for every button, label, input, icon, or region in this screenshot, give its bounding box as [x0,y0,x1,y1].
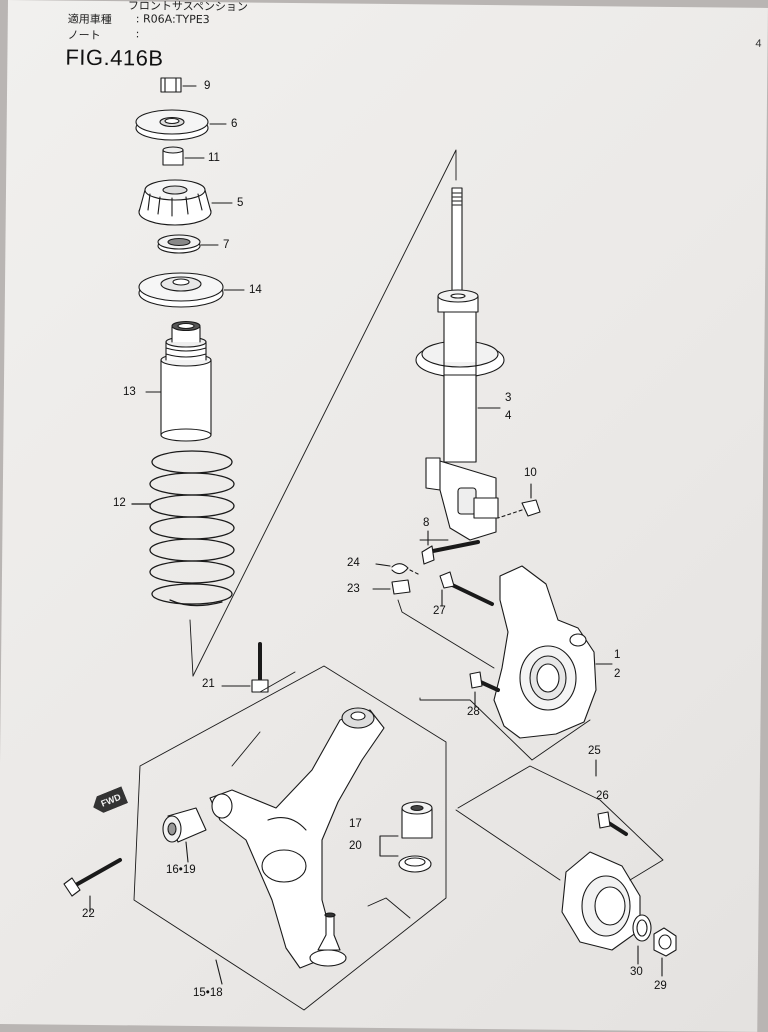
part-17-20-bushing [379,801,433,873]
part-12-coil-spring [131,450,235,607]
part-25-hub [561,759,641,951]
part-29-nut [653,927,677,977]
callout-9: 9 [204,80,211,92]
part-24-clip [375,563,421,576]
part-14-seat [138,272,245,308]
callout-11: 11 [208,152,220,164]
part-21-bolt [221,642,269,693]
part-9-nut [160,77,197,93]
callout-15-18: 15•18 [193,987,223,999]
callout-26: 26 [596,790,609,802]
callout-23: 23 [347,583,360,595]
callout-25: 25 [588,745,601,757]
callout-24: 24 [347,557,360,569]
part-30-washer [632,914,652,965]
part-22-bolt [63,858,122,913]
callout-17: 17 [349,818,362,830]
part-11-nut [162,146,205,166]
callout-14: 14 [249,284,262,296]
callout-30: 30 [630,966,643,978]
part-16-19-bushing [162,807,207,863]
part-23-nut [372,579,411,595]
part-7-bearing [157,234,219,254]
part-6-washer [135,109,227,141]
callout-5: 5 [237,197,244,209]
part-1-2-knuckle [493,565,613,739]
callout-1: 1 [614,649,621,661]
callout-6: 6 [231,118,238,130]
part-27-bolt [439,571,494,607]
part-10-nut [497,483,541,519]
part-15-18-lower-arm [209,707,385,985]
callout-12: 12 [113,497,126,509]
callout-22: 22 [82,908,95,920]
part-5-mount [138,179,233,226]
callout-20: 20 [349,840,362,852]
callout-7: 7 [223,239,230,251]
part-3-4-strut [415,187,505,541]
callout-3: 3 [505,392,512,404]
callout-27: 27 [433,605,446,617]
callout-28: 28 [467,706,480,718]
callout-8: 8 [423,517,430,529]
callout-10: 10 [524,467,537,479]
callout-16-19: 16•19 [166,864,196,876]
assembly-guide-lines [133,149,664,1011]
callout-21: 21 [202,678,215,690]
callout-4: 4 [505,410,512,422]
part-28-bolt [469,671,500,708]
callout-2: 2 [614,668,621,680]
callout-29: 29 [654,980,667,992]
part-13-boot [145,320,212,442]
part-26-bolt [597,811,628,836]
callout-13: 13 [123,386,136,398]
part-8-bolt [421,530,480,565]
